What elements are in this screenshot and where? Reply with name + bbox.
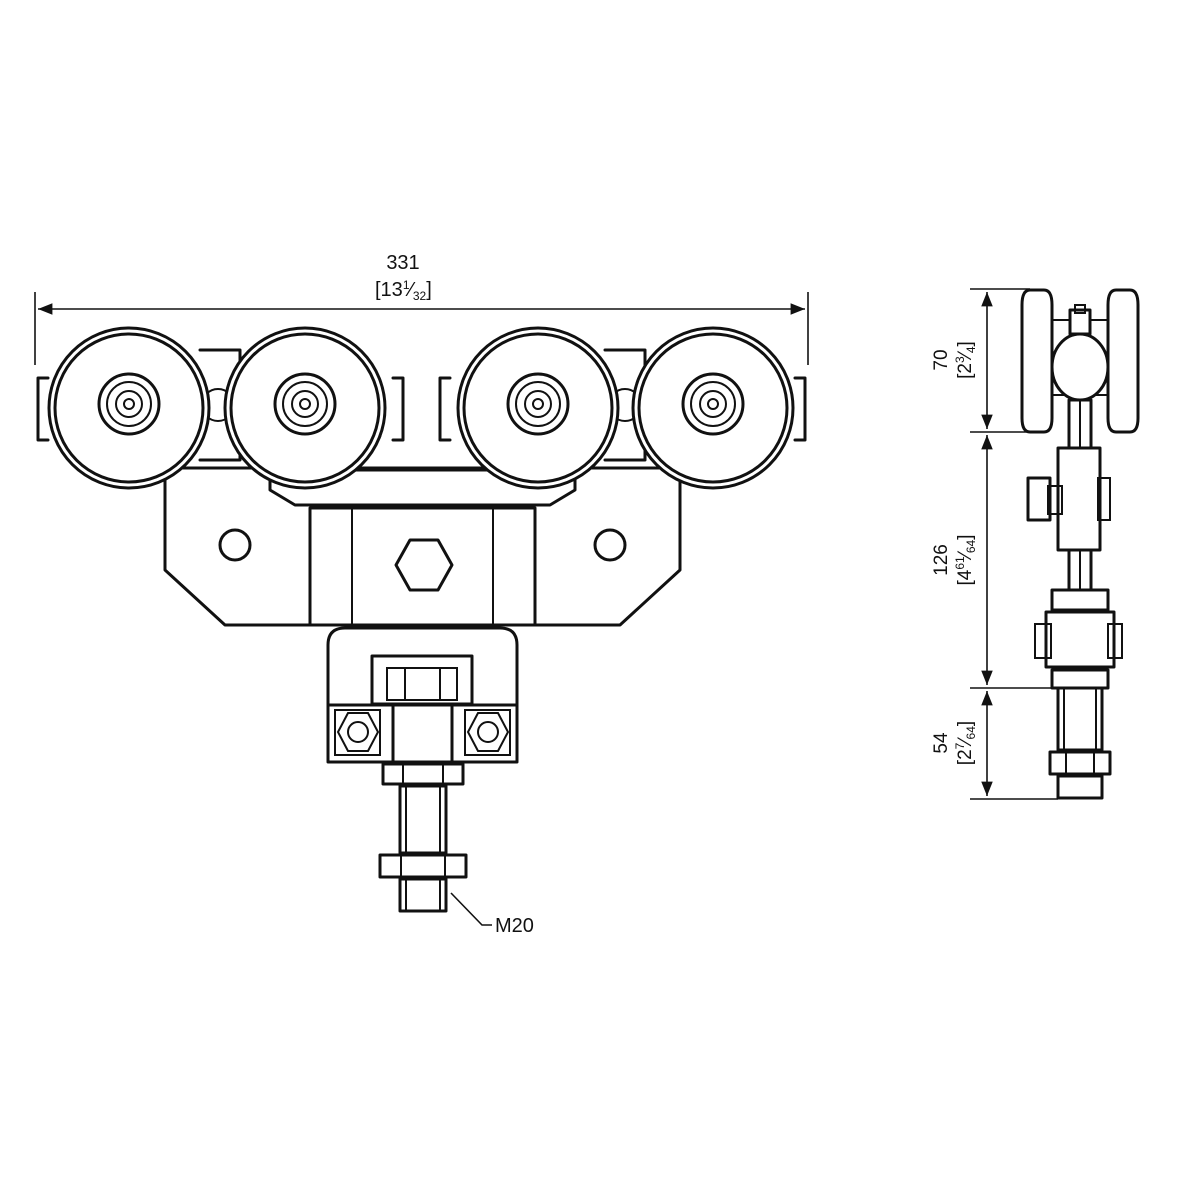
side-bracket	[1056, 446, 1102, 552]
height-bottom-mm: 54	[931, 732, 952, 754]
yoke-bolt-left	[336, 712, 380, 752]
wheel-3	[456, 326, 620, 490]
side-wheel-left	[1020, 288, 1054, 434]
height-top-inch: [23⁄4]	[953, 341, 978, 379]
center-guard-left	[391, 376, 405, 442]
wheel-1	[47, 326, 211, 490]
side-lower-body	[1044, 610, 1116, 669]
center-hex-bolt	[394, 538, 454, 592]
side-stem-tip	[1056, 774, 1104, 800]
side-stem	[1056, 686, 1104, 752]
chassis-hole-right	[593, 528, 627, 562]
height-middle-inch: [461⁄64]	[953, 534, 978, 585]
height-bottom-dimension: 54 [27⁄64]	[931, 721, 978, 765]
width-dimension: 331 [131⁄32]	[34, 252, 809, 365]
height-middle-mm: 126	[931, 544, 952, 576]
side-hub	[1050, 332, 1110, 402]
stem-collar	[381, 762, 465, 786]
stem-nut	[378, 853, 468, 879]
center-guard-right	[438, 376, 452, 442]
wheel-4	[631, 326, 795, 490]
threaded-stem	[398, 784, 448, 855]
chassis-hole-left	[218, 528, 252, 562]
height-middle-dimension: 126 [461⁄64]	[931, 534, 978, 585]
wheel-2	[223, 326, 387, 490]
front-view: 331 [131⁄32]	[34, 252, 809, 937]
height-bottom-inch: [27⁄64]	[953, 721, 978, 765]
left-guard	[36, 376, 50, 442]
height-top-mm: 70	[931, 349, 952, 370]
side-wheel-right	[1106, 288, 1140, 434]
side-bolt-head	[1026, 476, 1052, 522]
center-block	[308, 506, 537, 627]
thread-callout: M20	[450, 892, 534, 937]
stem-tip	[398, 877, 448, 913]
thread-callout-label: M20	[495, 915, 534, 937]
side-lower-cap	[1050, 588, 1110, 612]
side-stem-nut	[1048, 750, 1112, 776]
yoke-bolt-right	[466, 712, 510, 752]
width-inch-label: [131⁄32]	[375, 278, 432, 303]
right-guard	[793, 376, 807, 442]
width-mm-label: 331	[386, 252, 419, 274]
side-view: 70 [23⁄4] 126 [461⁄64] 54 [27⁄64]	[931, 288, 1140, 800]
height-top-dimension: 70 [23⁄4]	[931, 341, 978, 379]
